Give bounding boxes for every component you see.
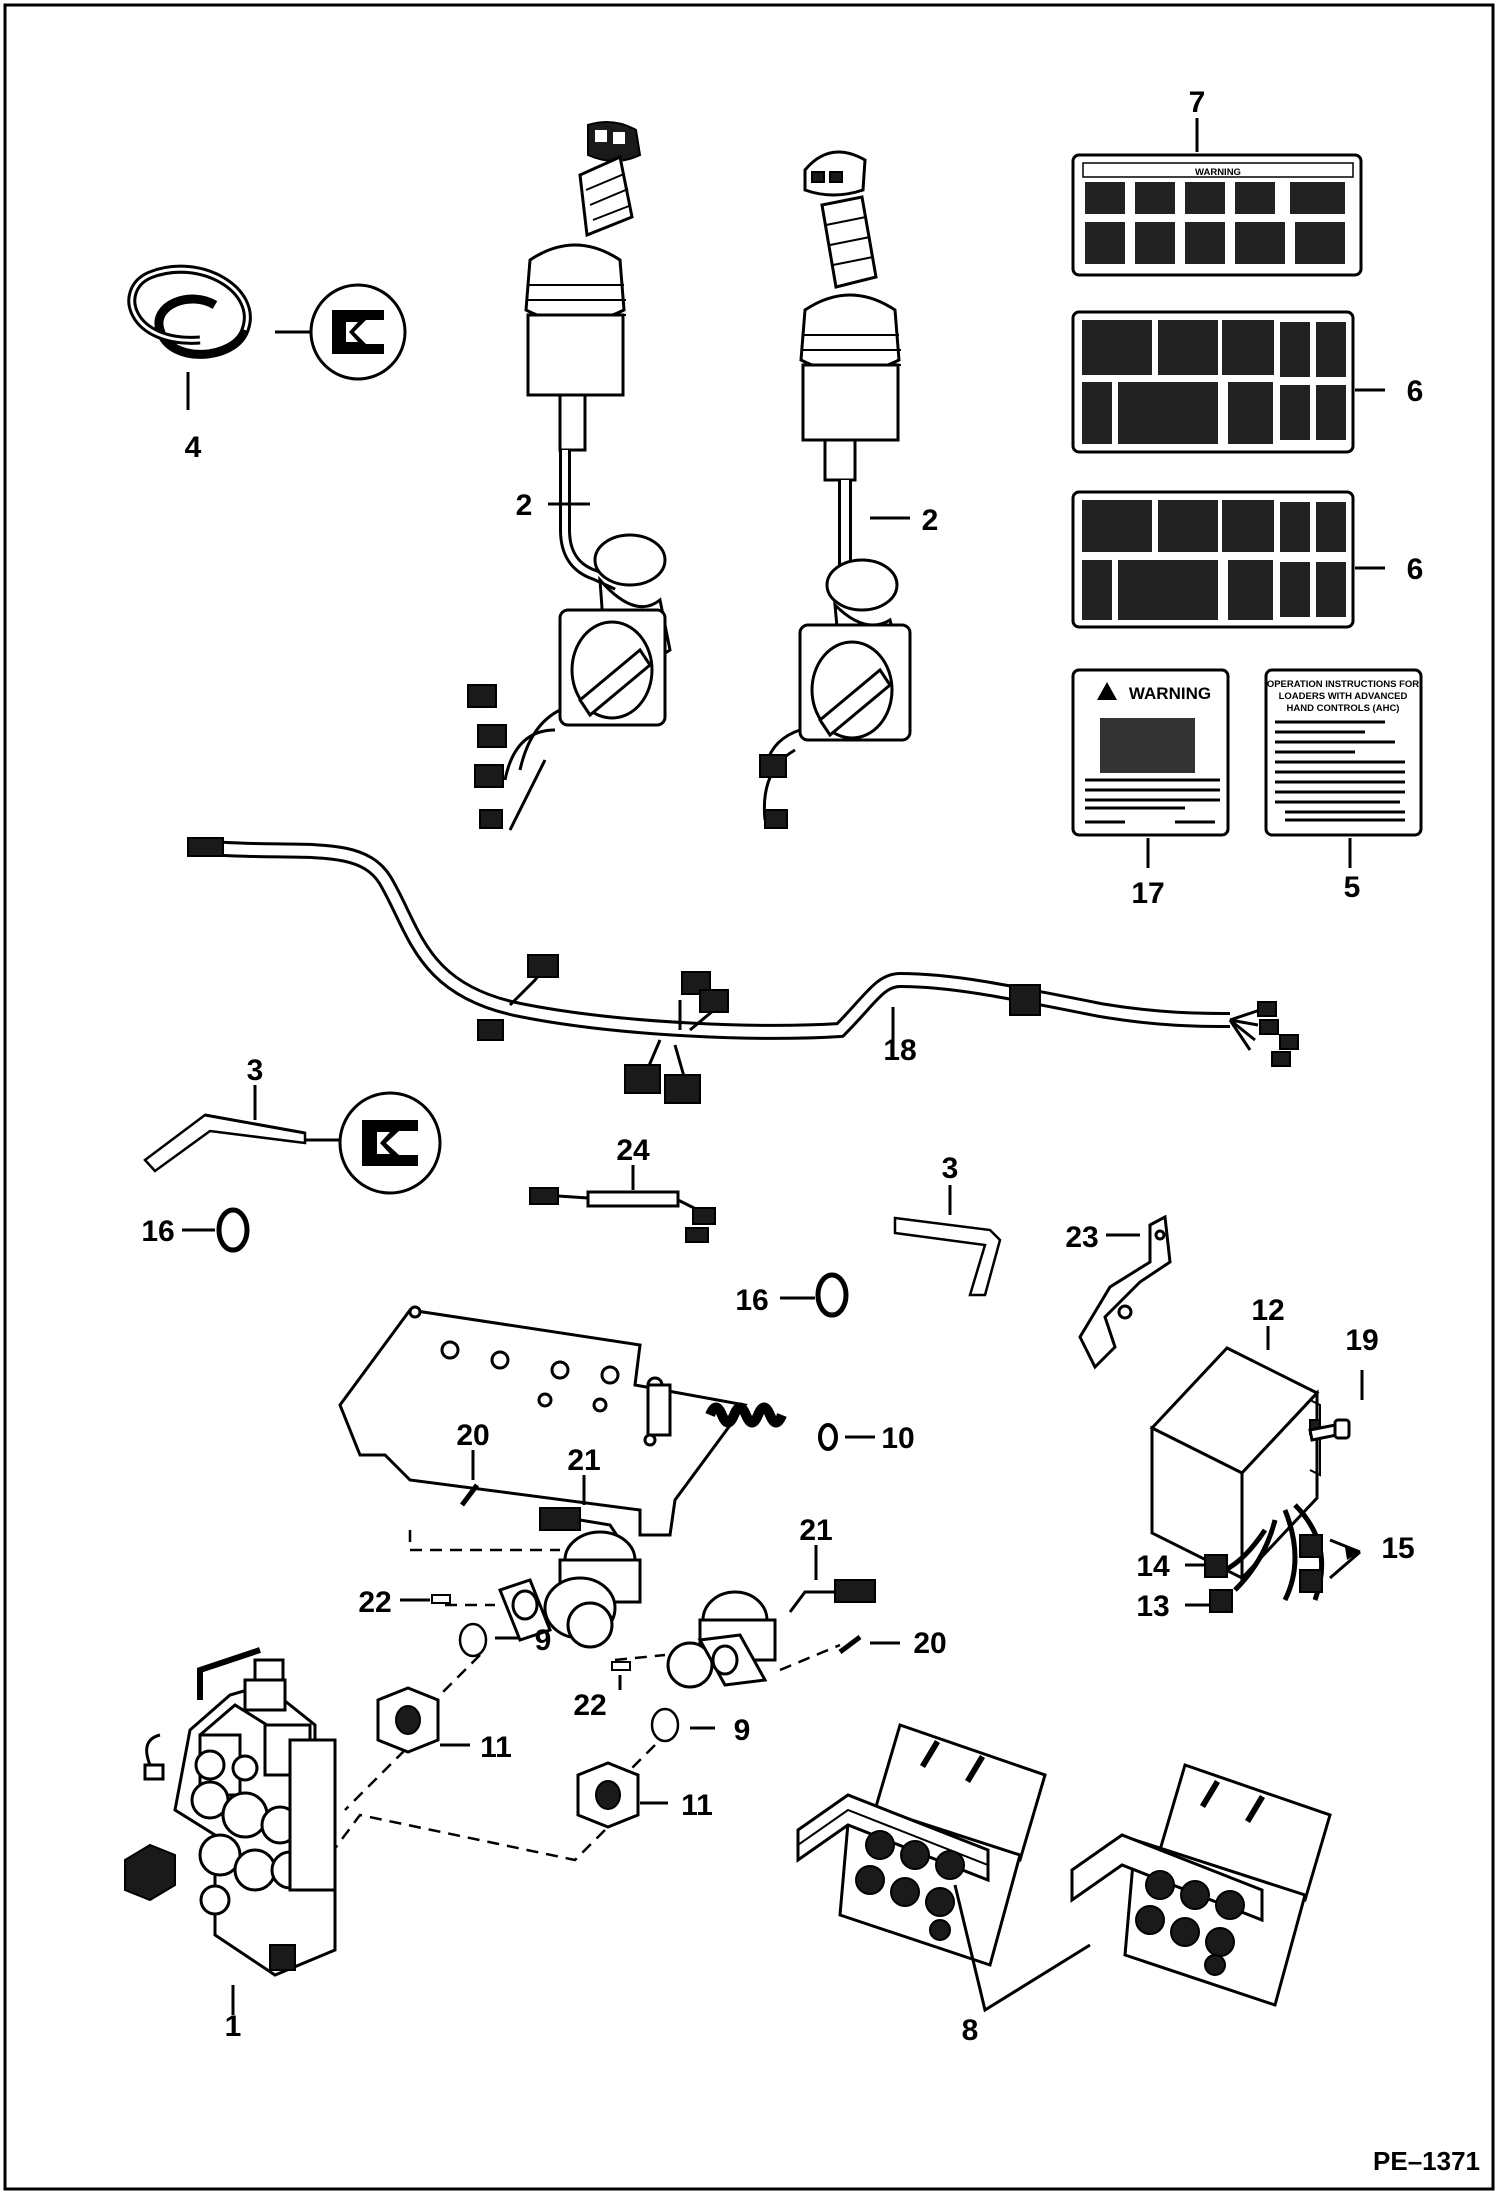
callout-1: 1 — [225, 2010, 242, 2043]
part-8-floor-plate-right — [1070, 1763, 1332, 2007]
callout-9-lower: 9 — [734, 1714, 751, 1747]
callout-16-left: 16 — [141, 1215, 174, 1248]
part-10-spring — [705, 1402, 787, 1428]
callout-24: 24 — [616, 1134, 650, 1167]
callout-8: 8 — [962, 2014, 979, 2047]
part-20-pin-right — [838, 1635, 862, 1654]
part-22-pin-left — [431, 1594, 451, 1604]
decal-5-line-1: OPERATION INSTRUCTIONS FOR — [1267, 679, 1419, 690]
part-6-lower-decal — [1071, 490, 1355, 629]
callout-16-center: 16 — [735, 1284, 768, 1317]
part-1-valve-block — [124, 1647, 337, 1977]
part-17-warning-decal: WARNING — [1071, 668, 1230, 837]
part-12-controller-module — [1149, 1346, 1325, 1613]
kit-symbol-icon-2 — [338, 1091, 442, 1195]
part-4-coiled-tube — [127, 264, 407, 410]
callout-3-left: 3 — [247, 1054, 264, 1087]
callout-13: 13 — [1136, 1590, 1169, 1623]
callout-10: 10 — [881, 1422, 914, 1455]
callout-21-right: 21 — [799, 1514, 832, 1547]
part-9-seal-lower — [650, 1707, 680, 1743]
callout-14: 14 — [1136, 1550, 1170, 1583]
part-19-screw — [1308, 1418, 1351, 1442]
part-mount-plate — [338, 1305, 748, 1537]
part-10-washer — [818, 1423, 838, 1451]
part-9-seal-upper — [458, 1622, 488, 1658]
callout-12: 12 — [1251, 1294, 1284, 1327]
part-7-warning-decal: WARNING — [1071, 153, 1363, 277]
part-16-grommet-center — [815, 1272, 849, 1318]
callout-5: 5 — [1344, 871, 1361, 904]
part-20-pin-left — [460, 1483, 479, 1507]
part-5-instruction-decal: OPERATION INSTRUCTIONS FOR LOADERS WITH … — [1264, 668, 1423, 837]
callout-22-right: 22 — [573, 1689, 606, 1722]
callout-11-lower: 11 — [681, 1789, 713, 1822]
part-2-left-joystick — [467, 120, 672, 831]
callout-19: 19 — [1345, 1324, 1378, 1357]
diagram-border — [3, 3, 1495, 2191]
callout-3-right: 3 — [942, 1152, 959, 1185]
decal-17-warning-text: WARNING — [1129, 684, 1211, 703]
part-11-adapter-upper — [376, 1686, 440, 1754]
part-23-bracket — [1078, 1214, 1172, 1370]
callout-6-lower: 6 — [1407, 553, 1424, 586]
callout-2-left: 2 — [516, 489, 533, 522]
callout-23: 23 — [1065, 1221, 1098, 1254]
callout-22-left: 22 — [358, 1586, 391, 1619]
part-24-jumper — [529, 1187, 716, 1243]
part-21-solenoid-left — [498, 1507, 642, 1649]
part-8-floor-plate-left — [796, 1723, 1047, 1967]
decal-5-line-2: LOADERS WITH ADVANCED — [1279, 691, 1408, 702]
callout-6-upper: 6 — [1407, 375, 1424, 408]
callout-11-upper: 11 — [480, 1731, 512, 1764]
decal-7-warning-text: WARNING — [1195, 167, 1241, 178]
callout-15: 15 — [1381, 1532, 1414, 1565]
figure-reference-number: PE–1371 — [1373, 2146, 1480, 2176]
part-3-wrench-left — [143, 1113, 307, 1173]
part-11-adapter-lower — [576, 1761, 640, 1829]
callout-20-right: 20 — [913, 1627, 946, 1660]
part-2-right-joystick — [759, 150, 912, 829]
part-3-wrench-right — [893, 1216, 1002, 1297]
part-18-wiring-harness — [187, 837, 1299, 1104]
callout-7: 7 — [1189, 86, 1206, 119]
callout-labels: 1 2 2 3 3 4 5 6 6 7 8 9 9 10 11 11 12 13… — [141, 86, 1423, 2047]
kit-symbol-icon — [309, 283, 407, 381]
callout-17: 17 — [1131, 877, 1164, 910]
callout-20-left: 20 — [456, 1419, 489, 1452]
part-21-solenoid-right — [666, 1579, 876, 1689]
callout-21-left: 21 — [567, 1444, 600, 1477]
callout-4: 4 — [185, 431, 202, 464]
part-6-upper-decal — [1071, 310, 1355, 454]
callout-9-upper: 9 — [535, 1624, 552, 1657]
part-16-grommet-left — [216, 1207, 250, 1253]
callout-18: 18 — [883, 1034, 916, 1067]
part-22-pin-right — [611, 1661, 631, 1671]
decal-5-line-3: HAND CONTROLS (AHC) — [1287, 703, 1400, 714]
callout-2-right: 2 — [922, 504, 939, 537]
